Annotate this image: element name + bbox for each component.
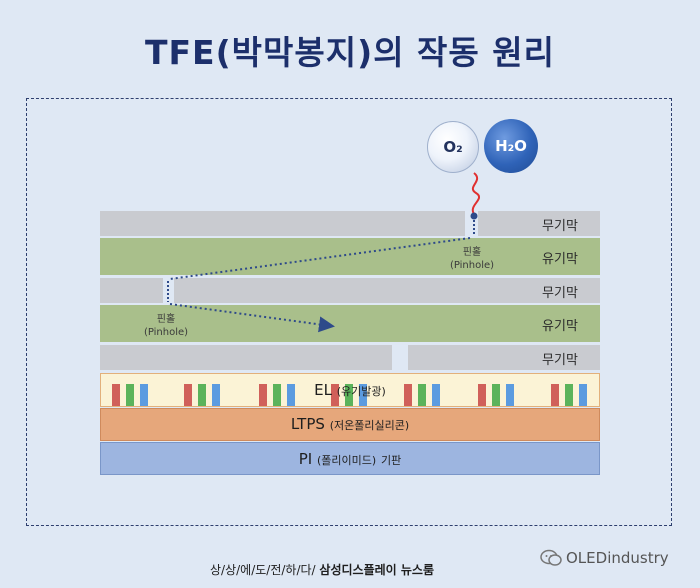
ltps-label: LTPS (저온폴리실리콘) (100, 415, 600, 433)
layer-label-inorganic-2: 무기막 (542, 286, 578, 301)
watermark-text: OLEDindustry (566, 549, 669, 567)
el-label-main: EL (314, 381, 332, 399)
pinhole-label-right: 핀홀 (Pinhole) (440, 246, 504, 272)
pinhole-label-right-title: 핀홀 (462, 247, 482, 258)
ltps-label-main: LTPS (290, 415, 325, 433)
subpixel (273, 384, 281, 406)
wechat-icon (540, 549, 562, 566)
subpixel (432, 384, 440, 406)
path-diagonal-up (169, 237, 471, 280)
pi-label-sub: (폴리이미드) (317, 454, 377, 467)
subpixel (492, 384, 500, 406)
inorganic-layer-1 (100, 211, 600, 236)
inorganic-layer-3 (100, 345, 600, 370)
pi-label: PI (폴리이미드) 기판 (100, 450, 600, 468)
organic-layer-1 (100, 238, 600, 275)
pinhole-label-right-sub: (Pinhole) (449, 260, 495, 271)
subpixel (551, 384, 559, 406)
footer-brand: 삼성디스플레이 뉴스룸 (319, 563, 435, 577)
subpixel (212, 384, 220, 406)
layer-label-organic-2: 유기막 (542, 319, 578, 334)
o2-molecule: O₂ (427, 121, 479, 173)
pinhole-gap-bottom (392, 345, 408, 370)
ltps-layer (100, 408, 600, 441)
el-label-sub: (유기발광) (336, 385, 386, 398)
subpixel (140, 384, 148, 406)
layer-label-inorganic-3: 무기막 (542, 353, 578, 368)
subpixel (359, 384, 367, 406)
footer-prefix: 상/상/에/도/전/하/다/ (210, 563, 316, 577)
page-title: TFE(박막봉지)의 작동 원리 (145, 33, 555, 72)
subpixel (198, 384, 206, 406)
diagram-frame (26, 98, 672, 526)
layer-label-inorganic-1: 무기막 (542, 219, 578, 234)
subpixel (506, 384, 514, 406)
pinhole-label-left-title: 핀홀 (156, 314, 176, 325)
subpixel (184, 384, 192, 406)
ltps-label-sub: (저온폴리실리콘) (329, 419, 410, 432)
watermark: OLEDindustry (540, 549, 669, 567)
subpixel (259, 384, 267, 406)
organic-layer-2 (100, 305, 600, 342)
subpixel (579, 384, 587, 406)
subpixel (345, 384, 353, 406)
subpixel (418, 384, 426, 406)
pinhole-label-left-sub: (Pinhole) (143, 327, 189, 338)
pi-label-main: PI (298, 450, 313, 468)
el-label: EL (유기발광) (100, 381, 600, 399)
pi-layer (100, 442, 600, 475)
subpixel (126, 384, 134, 406)
subpixel (404, 384, 412, 406)
inorganic-layer-2 (100, 278, 600, 303)
subpixel (112, 384, 120, 406)
subpixel (287, 384, 295, 406)
pinhole-label-left: 핀홀 (Pinhole) (134, 313, 198, 339)
pi-label-suffix: 기판 (380, 454, 402, 467)
h2o-molecule: H₂O (484, 119, 538, 173)
subpixel (331, 384, 339, 406)
subpixel (565, 384, 573, 406)
layer-label-organic-1: 유기막 (542, 252, 578, 267)
path-diagonal-down (169, 303, 335, 333)
moisture-squiggle (471, 172, 481, 215)
subpixel (478, 384, 486, 406)
pinhole-entry-dot (470, 212, 478, 220)
footer-credit: 상/상/에/도/전/하/다/ 삼성디스플레이 뉴스룸 (210, 561, 434, 578)
